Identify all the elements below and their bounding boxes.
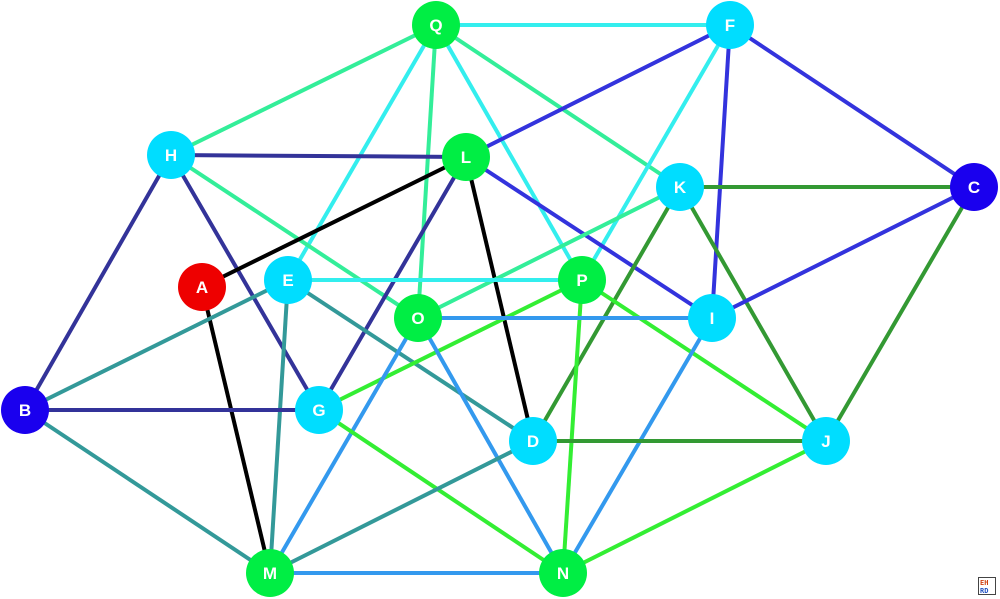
node-label: J bbox=[821, 432, 830, 451]
watermark-logo: EH RD bbox=[978, 577, 996, 595]
edge-o-m bbox=[268, 316, 420, 575]
node-label: A bbox=[196, 278, 208, 297]
node-label: I bbox=[710, 309, 715, 328]
edge-c-i bbox=[711, 185, 975, 320]
node-circle bbox=[442, 133, 490, 181]
node-c: C bbox=[950, 163, 998, 211]
edge-h-g bbox=[169, 153, 321, 412]
node-j: J bbox=[802, 417, 850, 465]
edge-p-j bbox=[580, 278, 828, 443]
node-f: F bbox=[706, 1, 754, 49]
node-label: N bbox=[557, 564, 569, 583]
node-l: L bbox=[442, 133, 490, 181]
node-circle bbox=[509, 417, 557, 465]
node-o: O bbox=[394, 294, 442, 342]
edge-l-a bbox=[201, 155, 467, 289]
node-e: E bbox=[264, 256, 312, 304]
edge-l-g bbox=[317, 155, 468, 412]
edge-k-o bbox=[417, 185, 681, 320]
node-label: B bbox=[19, 401, 31, 420]
node-label: Q bbox=[429, 16, 442, 35]
node-label: M bbox=[263, 564, 277, 583]
node-circle bbox=[802, 417, 850, 465]
node-circle bbox=[394, 294, 442, 342]
node-n: N bbox=[539, 549, 587, 597]
node-label: E bbox=[282, 271, 293, 290]
node-h: H bbox=[147, 131, 195, 179]
node-a: A bbox=[178, 263, 226, 311]
node-circle bbox=[178, 263, 226, 311]
node-i: I bbox=[688, 294, 736, 342]
node-circle bbox=[246, 549, 294, 597]
node-circle bbox=[688, 294, 736, 342]
edge-h-b bbox=[23, 154, 173, 411]
node-label: L bbox=[461, 148, 471, 167]
node-circle bbox=[264, 256, 312, 304]
node-circle bbox=[412, 1, 460, 49]
edge-f-l bbox=[465, 23, 731, 159]
edge-q-h bbox=[170, 23, 437, 157]
edge-q-k bbox=[434, 23, 682, 189]
node-label: D bbox=[527, 432, 539, 451]
node-circle bbox=[656, 163, 704, 211]
node-circle bbox=[1, 386, 49, 434]
node-label: G bbox=[312, 401, 325, 420]
node-circle bbox=[539, 549, 587, 597]
node-label: H bbox=[165, 146, 177, 165]
edge-g-n bbox=[317, 408, 565, 575]
watermark-line2: RD bbox=[980, 587, 988, 595]
edge-c-j bbox=[824, 185, 976, 443]
edge-j-n bbox=[562, 439, 827, 575]
node-label: O bbox=[411, 309, 424, 328]
edge-o-n bbox=[416, 317, 565, 574]
node-p: P bbox=[558, 256, 606, 304]
edge-b-m bbox=[23, 408, 272, 575]
node-k: K bbox=[656, 163, 704, 211]
edge-a-m bbox=[200, 286, 272, 574]
edge-h-l bbox=[170, 153, 467, 159]
edge-l-d bbox=[464, 156, 535, 442]
edge-p-n bbox=[561, 279, 584, 574]
edge-e-d bbox=[286, 278, 535, 443]
watermark-line1: EH bbox=[980, 579, 988, 587]
edge-d-m bbox=[269, 439, 534, 575]
node-label: C bbox=[968, 178, 980, 197]
edge-q-e bbox=[286, 23, 438, 282]
edge-l-i bbox=[464, 155, 714, 320]
edge-e-m bbox=[268, 279, 290, 574]
edge-e-b bbox=[24, 278, 289, 412]
edge-f-p bbox=[580, 23, 732, 282]
node-g: G bbox=[295, 386, 343, 434]
node-d: D bbox=[509, 417, 557, 465]
edge-k-d bbox=[531, 185, 682, 443]
node-circle bbox=[558, 256, 606, 304]
node-label: K bbox=[674, 178, 687, 197]
node-m: M bbox=[246, 549, 294, 597]
node-circle bbox=[950, 163, 998, 211]
node-label: P bbox=[576, 271, 587, 290]
node-circle bbox=[706, 1, 754, 49]
edge-p-g bbox=[318, 278, 583, 412]
node-label: F bbox=[725, 16, 735, 35]
node-b: B bbox=[1, 386, 49, 434]
edge-f-c bbox=[728, 23, 976, 189]
node-circle bbox=[295, 386, 343, 434]
node-q: Q bbox=[412, 1, 460, 49]
edge-k-j bbox=[678, 186, 828, 442]
node-circle bbox=[147, 131, 195, 179]
edge-q-o bbox=[416, 24, 438, 319]
edge-h-o bbox=[169, 153, 420, 320]
edge-layer bbox=[23, 23, 976, 575]
edge-f-i bbox=[710, 24, 732, 319]
edge-q-p bbox=[434, 24, 584, 281]
edge-i-n bbox=[561, 316, 714, 575]
